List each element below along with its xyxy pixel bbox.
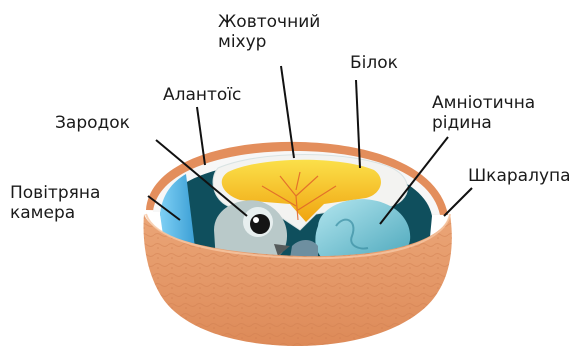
label-amniotic-fluid-line1: Амніотична: [432, 93, 535, 113]
label-yolk-sac: Жовточний міхур: [218, 12, 320, 52]
label-allantois: Алантоїс: [163, 85, 241, 105]
label-yolk-sac-line2: міхур: [218, 32, 320, 52]
label-amniotic-fluid: Амніотична рідина: [432, 93, 535, 133]
leader-shell: [444, 188, 472, 216]
label-yolk-sac-line1: Жовточний: [218, 12, 320, 32]
label-amniotic-fluid-line2: рідина: [432, 113, 535, 133]
label-albumen: Білок: [350, 53, 398, 73]
label-air-cell-line2: камера: [10, 203, 100, 223]
label-air-cell: Повітряна камера: [10, 183, 100, 223]
label-air-cell-line1: Повітряна: [10, 183, 100, 203]
label-embryo: Зародок: [55, 113, 130, 133]
label-shell: Шкаралупа: [468, 166, 571, 186]
